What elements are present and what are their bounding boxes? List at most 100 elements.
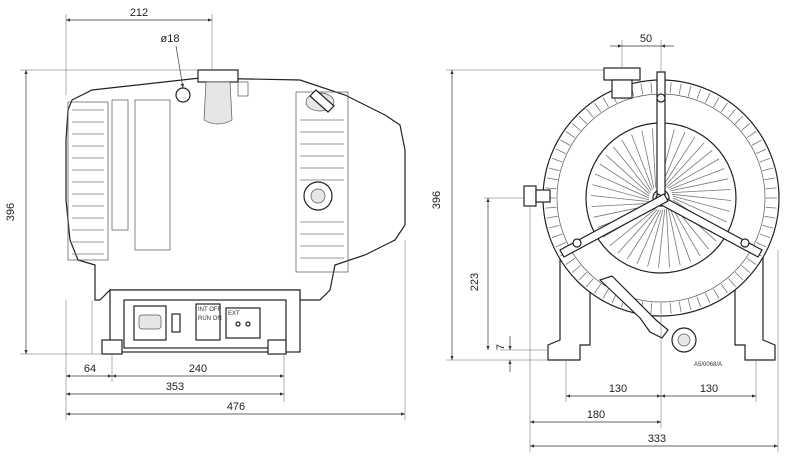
radial-fin (687, 299, 692, 311)
radial-fin (546, 215, 558, 219)
radial-fin (756, 242, 767, 248)
radial-fin (764, 177, 776, 181)
radial-fin (602, 97, 609, 108)
fan-blade (672, 195, 730, 212)
fan-blade (641, 130, 655, 189)
dim-top-width: 212 (130, 7, 148, 19)
fan-blade (671, 189, 731, 193)
radial-fin (545, 187, 557, 190)
dim-hole-diameter: ø18 (161, 33, 180, 45)
fan-blade (672, 197, 727, 223)
dim-base-length: 353 (166, 381, 184, 393)
radial-fin (705, 92, 711, 103)
radial-fin (565, 131, 576, 139)
radial-fin (594, 283, 602, 294)
dim-offset: 64 (84, 363, 96, 375)
radial-fin (764, 215, 776, 219)
radial-fin (669, 82, 672, 94)
front-dimensions: 50 396 223 7 130 130 180 333 (431, 33, 779, 452)
fan-blade (609, 208, 656, 247)
radial-fin (762, 167, 774, 172)
dim-foot-spacing: 240 (189, 363, 207, 375)
radial-fin (734, 271, 744, 281)
radial-fin (555, 242, 566, 248)
side-panel (134, 99, 171, 251)
radial-fin (762, 224, 774, 229)
fan-blade (590, 195, 650, 203)
fan-blade (595, 173, 650, 199)
radial-fin (594, 102, 602, 113)
dim-overall-length: 476 (227, 401, 245, 413)
dim-overall-width: 333 (648, 433, 666, 445)
radial-fin (560, 139, 571, 146)
side-foot-right (267, 339, 287, 355)
radial-fin (650, 302, 653, 314)
side-view: INT OFF RUN ON EXT (65, 69, 406, 355)
radial-fin (746, 257, 757, 265)
power-switch (171, 313, 181, 333)
drawing-reference: A5/0068/A (694, 362, 722, 368)
radial-fin (720, 102, 728, 113)
radial-fin (734, 115, 744, 125)
front-guard-arms (559, 71, 763, 258)
side-body-outline (65, 77, 406, 301)
radial-fin (565, 257, 576, 265)
front-side-flange (523, 185, 537, 207)
fan-blade (617, 209, 658, 254)
fan-blade (666, 149, 713, 188)
side-dimensions: 212 ø18 396 64 240 353 476 (5, 7, 406, 420)
radial-fin (746, 131, 757, 139)
radial-fin (741, 123, 751, 131)
radial-fin (571, 123, 581, 131)
fan-blade (591, 203, 651, 207)
radial-fin (551, 157, 563, 163)
front-exhaust-hose (598, 275, 669, 339)
fan-blade (667, 158, 720, 189)
radial-fin (765, 187, 777, 190)
fan-blade (669, 168, 725, 190)
radial-fin (728, 278, 736, 288)
radial-fin (678, 301, 682, 313)
fan-blade (664, 142, 705, 187)
radial-fin (696, 88, 702, 100)
radial-fin (741, 265, 751, 273)
dim-left-to-centre: 180 (587, 409, 605, 421)
radial-fin (728, 108, 736, 118)
front-inlet-neck (611, 79, 633, 99)
fan-blade (662, 136, 696, 187)
fan-blade (631, 134, 653, 190)
radial-fin (669, 302, 672, 314)
side-motor-fins (295, 91, 349, 273)
side-inlet-flange (197, 69, 239, 83)
radial-fin (720, 283, 728, 294)
panel-label-b: RUN ON (198, 316, 222, 322)
fan-blade (652, 128, 656, 188)
radial-fin (578, 271, 588, 281)
fan-blade (605, 154, 650, 195)
fan-blade (626, 209, 660, 260)
radial-fin (751, 139, 762, 146)
radial-fin (578, 115, 588, 125)
fan-blade (666, 208, 670, 268)
fan-blade (670, 204, 701, 257)
radial-fin (640, 83, 644, 95)
side-foot-left (101, 339, 123, 355)
fan-blade (672, 193, 732, 201)
radial-fin (678, 83, 682, 95)
radial-fin (545, 206, 557, 209)
radial-fin (756, 148, 767, 154)
radial-fin (759, 233, 771, 239)
io-connector (225, 307, 261, 339)
radial-fin (548, 224, 560, 229)
fan-blade (636, 209, 662, 264)
panel-label-a: INT OFF (198, 307, 222, 313)
fan-blade (621, 139, 652, 192)
fan-blade (667, 207, 681, 266)
radial-fin (765, 206, 777, 209)
radial-fin (650, 82, 653, 94)
side-handle-slot (111, 99, 129, 231)
fan-blade (670, 178, 729, 192)
dim-centre-height: 223 (469, 273, 481, 291)
fan-blade (658, 209, 666, 269)
fan-blade (612, 146, 651, 193)
